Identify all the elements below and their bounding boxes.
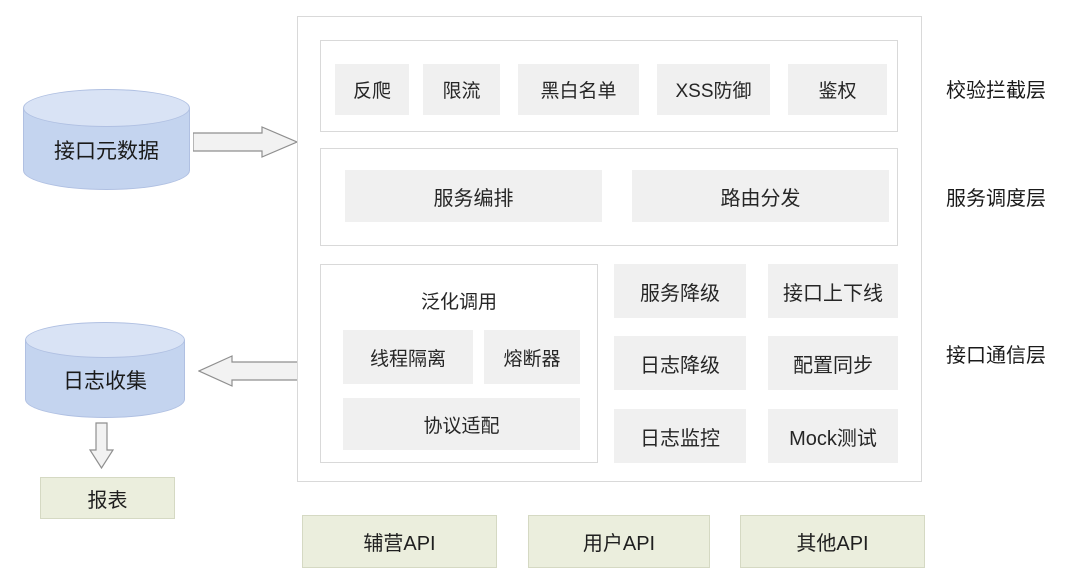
validation-layer-box: 反爬 限流 黑白名单 XSS防御 鉴权 [320, 40, 898, 132]
chip-api-online-offline: 接口上下线 [768, 264, 898, 318]
chip-service-degradation: 服务降级 [614, 264, 746, 318]
arrow-left-icon [198, 355, 301, 387]
cylinder-top [25, 322, 185, 359]
metadata-store-cylinder: 接口元数据 [23, 89, 190, 190]
gateway-container: 反爬 限流 黑白名单 XSS防御 鉴权 服务编排 路由分发 泛化调用 线程隔离 … [297, 16, 922, 482]
chip-mock-testing: Mock测试 [768, 409, 898, 463]
report-label: 报表 [87, 489, 128, 512]
user-api-label: 用户API [582, 533, 656, 555]
chip-anti-crawler: 反爬 [335, 64, 409, 115]
chip-route-dispatch: 路由分发 [632, 170, 889, 222]
cylinder-top [23, 89, 190, 128]
chip-log-monitoring: 日志监控 [614, 409, 746, 463]
generic-invoke-title: 泛化调用 [420, 292, 497, 313]
other-api-label: 其他API [796, 533, 869, 555]
other-api-box: 其他API [740, 515, 925, 568]
validation-layer-label: 校验拦截层 [946, 80, 1046, 102]
chip-auth: 鉴权 [788, 64, 887, 115]
report-box: 报表 [40, 477, 175, 519]
chip-black-white-list: 黑白名单 [518, 64, 639, 115]
auxiliary-api-label: 辅营API [363, 533, 436, 555]
auxiliary-api-box: 辅营API [302, 515, 497, 568]
log-store-cylinder: 日志收集 [25, 322, 185, 418]
chip-log-degradation: 日志降级 [614, 336, 746, 390]
arrow-right-icon [193, 126, 298, 158]
generic-invoke-box: 泛化调用 线程隔离 熔断器 协议适配 [320, 264, 598, 463]
chip-circuit-breaker: 熔断器 [484, 330, 580, 384]
chip-thread-isolation: 线程隔离 [343, 330, 473, 384]
chip-service-orchestration: 服务编排 [345, 170, 602, 222]
scheduling-layer-box: 服务编排 路由分发 [320, 148, 898, 246]
chip-xss-defense: XSS防御 [657, 64, 770, 115]
user-api-box: 用户API [528, 515, 710, 568]
communication-layer-label: 接口通信层 [946, 345, 1046, 367]
chip-config-sync: 配置同步 [768, 336, 898, 390]
arrow-down-icon [89, 422, 114, 470]
chip-rate-limit: 限流 [423, 64, 500, 115]
chip-protocol-adaptation: 协议适配 [343, 398, 580, 450]
scheduling-layer-label: 服务调度层 [946, 188, 1046, 210]
log-store-label: 日志收集 [63, 370, 147, 394]
metadata-store-label: 接口元数据 [54, 140, 159, 164]
